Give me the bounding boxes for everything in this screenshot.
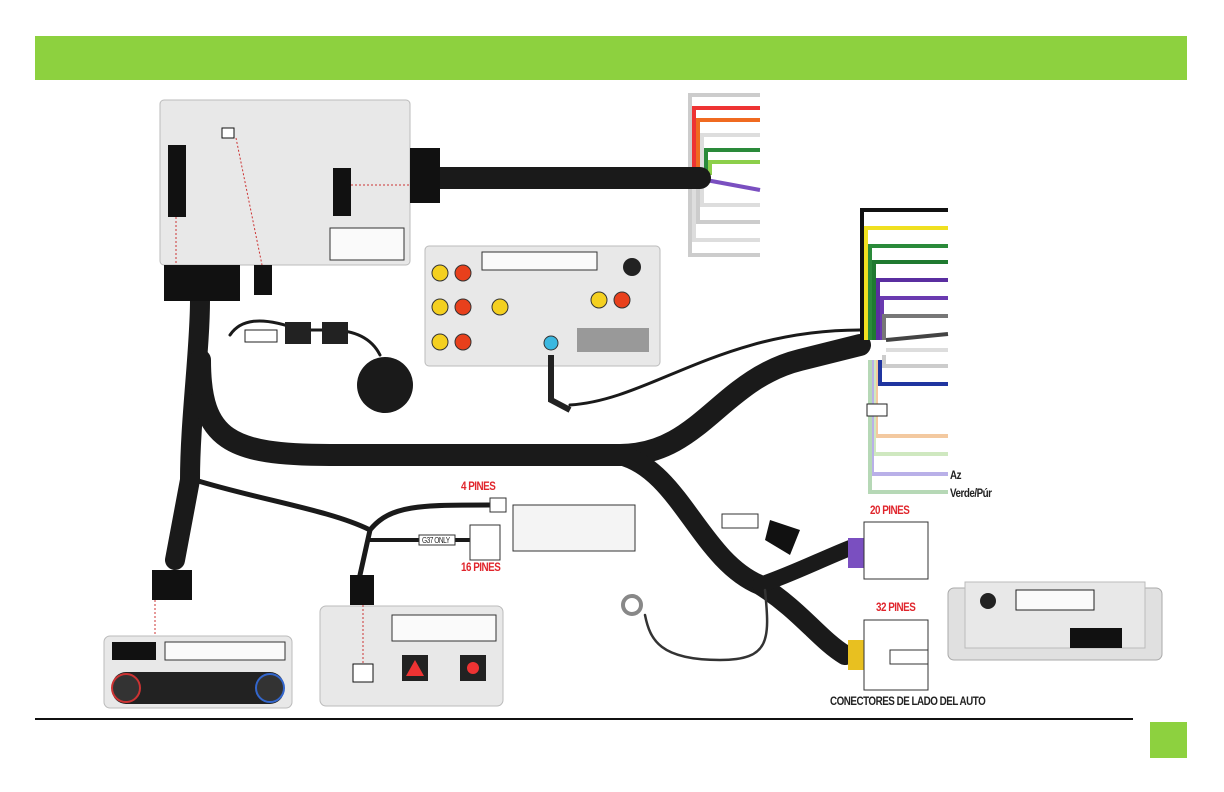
hazard-switch-panel: [320, 575, 503, 706]
label-car-side-connectors: CONECTORES DE LADO DEL AUTO: [830, 694, 985, 708]
label-16-pins: 16 PINES: [461, 560, 500, 574]
label-32-pins: 32 PINES: [876, 600, 915, 614]
label-g37-only: G37 ONLY: [422, 536, 450, 545]
label-20-pins: 20 PINES: [870, 503, 909, 517]
microphone-icon: [357, 357, 413, 413]
wire-label-az: Az: [950, 468, 961, 482]
label-4-pins: 4 PINES: [461, 479, 495, 493]
wire-label-verde-pur: Verde/Púr: [950, 486, 992, 500]
av-input-panel: [425, 246, 660, 366]
radio-unit: [948, 582, 1162, 660]
car-wire-fan: [862, 210, 948, 492]
inline-tag: [867, 404, 887, 416]
climate-control-panel: [104, 570, 292, 708]
